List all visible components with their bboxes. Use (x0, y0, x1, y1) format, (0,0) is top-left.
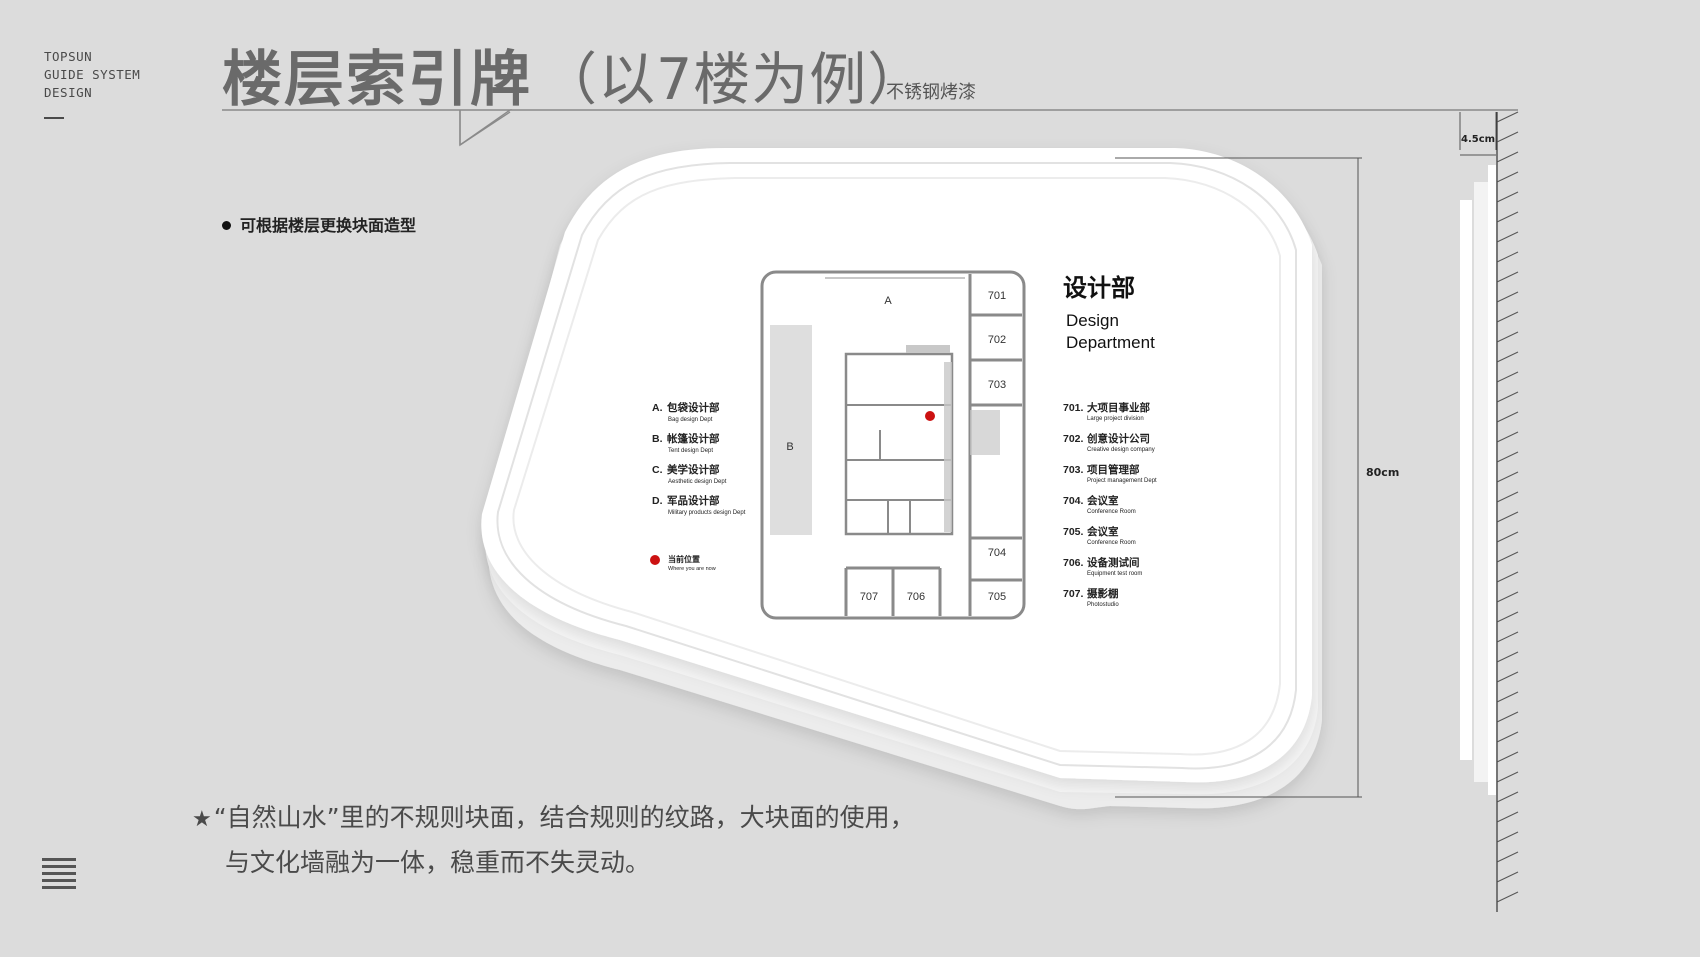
svg-text:706.: 706. (1063, 557, 1084, 569)
brand-logo-text: TOPSUN GUIDE SYSTEM DESIGN (44, 48, 140, 102)
brand-line-1: TOPSUN (44, 49, 93, 64)
svg-text:Aesthetic design Dept: Aesthetic design Dept (668, 479, 727, 485)
svg-text:帐篷设计部: 帐篷设计部 (667, 432, 720, 445)
svg-text:摄影棚: 摄影棚 (1087, 587, 1119, 600)
svg-text:大项目事业部: 大项目事业部 (1087, 401, 1150, 414)
svg-text:Project management Dept: Project management Dept (1087, 478, 1157, 484)
svg-text:D.: D. (652, 495, 663, 507)
svg-text:Large project division: Large project division (1087, 416, 1144, 422)
map-label-702: 702 (988, 334, 1006, 346)
map-label-706: 706 (907, 591, 925, 603)
design-description: ★“自然山水”里的不规则块面，结合规则的纹路，大块面的使用， 与文化墙融为一体，… (192, 796, 915, 884)
page-subtitle: （以7楼为例） (540, 47, 926, 113)
svg-text:705.: 705. (1063, 526, 1084, 538)
svg-text:Bag design Dept: Bag design Dept (668, 417, 713, 423)
floor-map (760, 270, 1026, 620)
legend-item: A. 包袋设计部 Bag design Dept (652, 401, 720, 423)
map-label-b: B (786, 441, 793, 453)
star-icon: ★ (192, 807, 212, 832)
svg-text:Where you are now: Where you are now (668, 566, 716, 572)
sign-contour-1 (496, 162, 1297, 770)
room-list-item: 705.会议室 Conference Room (1063, 525, 1136, 546)
room-list-item: 704.会议室 Conference Room (1063, 494, 1136, 515)
map-label-a: A (884, 295, 892, 307)
svg-text:Photostudio: Photostudio (1087, 602, 1119, 608)
svg-text:创意设计公司: 创意设计公司 (1086, 432, 1150, 445)
map-label-701: 701 (988, 290, 1006, 302)
svg-text:C.: C. (652, 464, 663, 476)
brand-line-2: GUIDE SYSTEM (44, 67, 141, 82)
svg-text:项目管理部: 项目管理部 (1087, 463, 1140, 476)
area-legend: A. 包袋设计部 Bag design Dept B. 帐篷设计部 Tent d… (652, 401, 746, 572)
svg-text:A.: A. (652, 402, 663, 414)
replaceable-note: 可根据楼层更换块面造型 (222, 212, 416, 236)
svg-text:会议室: 会议室 (1087, 525, 1119, 538)
legend-item: D. 军品设计部 Military products design Dept (652, 494, 746, 516)
department-en-1: Design (1066, 311, 1119, 330)
room-list-item: 702.创意设计公司 Creative design company (1063, 432, 1155, 453)
svg-text:707.: 707. (1063, 588, 1084, 600)
room-list-item: 706.设备测试间 Equipment test room (1063, 556, 1142, 577)
legend-item: B. 帐篷设计部 Tent design Dept (652, 432, 720, 454)
svg-text:Equipment test room: Equipment test room (1087, 571, 1142, 577)
svg-text:702.: 702. (1063, 433, 1084, 445)
side-profile (1459, 112, 1498, 912)
map-label-705: 705 (988, 591, 1006, 603)
room-list-item: 703.项目管理部 Project management Dept (1063, 463, 1157, 484)
legend-item: C. 美学设计部 Aesthetic design Dept (652, 463, 727, 485)
svg-text:会议室: 会议室 (1087, 494, 1119, 507)
page-title: 楼层索引牌 (222, 45, 532, 115)
sign-contour-2 (512, 177, 1281, 756)
svg-text:当前位置: 当前位置 (668, 554, 700, 564)
svg-text:美学设计部: 美学设计部 (667, 463, 720, 476)
room-list-item: 707.摄影棚 Photostudio (1063, 587, 1119, 608)
room-list: 701.大项目事业部 Large project division 702.创意设… (1063, 401, 1157, 608)
header-divider (222, 109, 1518, 147)
floor-outline (760, 270, 1026, 620)
current-location-marker (925, 411, 935, 421)
svg-text:B.: B. (652, 433, 663, 445)
svg-text:Tent design Dept: Tent design Dept (668, 448, 713, 454)
material-label: 不锈钢烤漆 (886, 82, 976, 103)
room-list-item: 701.大项目事业部 Large project division (1063, 401, 1150, 422)
svg-text:设备测试间: 设备测试间 (1087, 556, 1140, 569)
department-title: 设计部 (1063, 274, 1135, 302)
height-dimension (1115, 157, 1362, 798)
note-text: 可根据楼层更换块面造型 (240, 216, 417, 235)
map-label-707: 707 (860, 591, 878, 603)
legend-current-marker (650, 555, 660, 565)
description-line-2: 与文化墙融为一体，稳重而不失灵动。 (225, 848, 651, 877)
brand-line-3: DESIGN (44, 85, 93, 100)
svg-text:Conference Room: Conference Room (1087, 509, 1136, 515)
svg-text:Military products design Dept: Military products design Dept (668, 510, 746, 516)
floor-map-hatching (770, 277, 1000, 535)
svg-text:军品设计部: 军品设计部 (667, 494, 720, 507)
svg-text:Creative design company: Creative design company (1087, 447, 1155, 453)
svg-text:701.: 701. (1063, 402, 1084, 414)
legend-current: 当前位置 Where you are now (668, 554, 716, 572)
brand-divider (44, 117, 64, 119)
svg-text:704.: 704. (1063, 495, 1084, 507)
description-line-1: ★“自然山水”里的不规则块面，结合规则的纹路，大块面的使用， (192, 803, 915, 832)
svg-text:Conference Room: Conference Room (1087, 540, 1136, 546)
bullet-icon (222, 221, 231, 230)
menu-icon (42, 858, 76, 893)
depth-label: 4.5cm (1461, 134, 1496, 145)
map-label-704: 704 (988, 547, 1006, 559)
wall-hatch (1496, 111, 1519, 903)
svg-text:703.: 703. (1063, 464, 1084, 476)
sign-front-face (481, 148, 1313, 783)
height-label: 80cm (1366, 466, 1400, 479)
svg-text:包袋设计部: 包袋设计部 (667, 401, 720, 414)
department-en-2: Department (1066, 333, 1155, 352)
map-label-703: 703 (988, 379, 1006, 391)
